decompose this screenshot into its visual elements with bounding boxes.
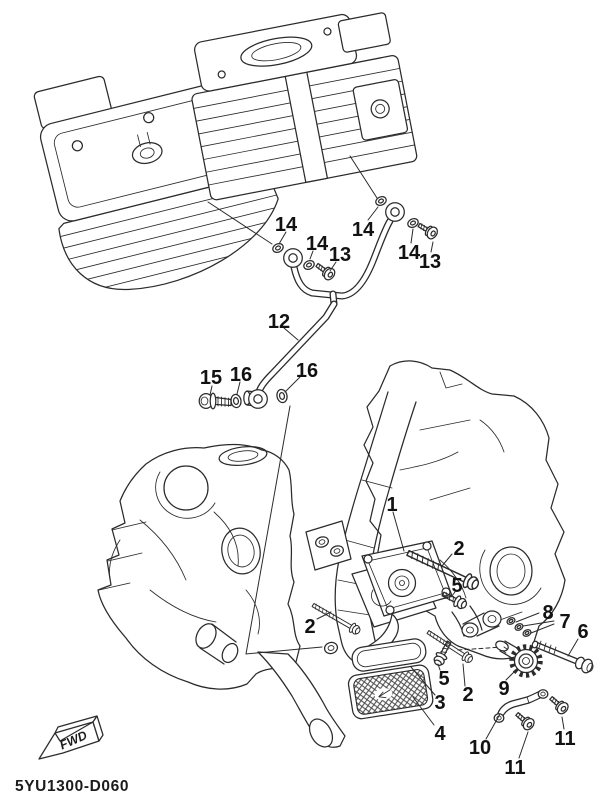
callout-5: 5 — [438, 668, 449, 690]
gear-hub — [495, 640, 518, 659]
callout-16: 16 — [296, 360, 318, 382]
crankcase-ring-boss — [221, 527, 261, 575]
drive-gear — [509, 644, 543, 678]
oil-pipe-upper — [207, 155, 394, 308]
gear-mount-arm — [451, 605, 504, 651]
callout-8: 8 — [542, 602, 553, 624]
callout-13: 13 — [329, 244, 351, 266]
copper-washer — [405, 216, 421, 230]
union-bolt — [415, 219, 441, 242]
callout-2: 2 — [462, 684, 473, 706]
callout-11: 11 — [504, 757, 525, 779]
banjo-union-lower — [243, 389, 268, 409]
callout-7: 7 — [559, 611, 570, 633]
callout-15: 15 — [200, 367, 222, 389]
oil-strainer — [347, 613, 434, 720]
banjo-union-left — [283, 248, 303, 268]
copper-washer — [301, 258, 317, 272]
leader-lines — [209, 206, 579, 759]
callout-10: 10 — [469, 737, 491, 759]
fwd-arrow: FWD — [38, 715, 104, 760]
crankcase-boss-cylinder — [195, 623, 239, 665]
bolt-axis-line — [349, 155, 378, 199]
callout-16: 16 — [230, 364, 252, 386]
cylinder-bore-opening — [163, 465, 209, 511]
callout-1: 1 — [386, 494, 397, 516]
pump-drive-gear-group — [495, 615, 594, 678]
crankcase-right — [305, 360, 566, 663]
callout-6: 6 — [577, 621, 588, 643]
banjo-bolt-15 — [198, 392, 232, 410]
callout-5: 5 — [451, 575, 462, 597]
cover-opening — [240, 36, 313, 67]
strainer-cover — [351, 638, 427, 672]
crankcase-clutch-opening — [479, 546, 542, 605]
bolt-axis-line — [207, 201, 273, 245]
callout-14: 14 — [352, 219, 375, 241]
cylinder-head-right — [191, 12, 418, 201]
callout-12: 12 — [268, 311, 290, 333]
callout-14: 14 — [306, 233, 329, 255]
callout-3: 3 — [434, 692, 445, 714]
pump-rotor — [387, 568, 417, 598]
callout-11: 11 — [554, 728, 575, 750]
bracket-bolt — [546, 692, 571, 717]
callout-14: 14 — [398, 242, 421, 264]
crankcase-left — [97, 443, 346, 748]
diagram-code: 5YU1300-D060 — [15, 778, 129, 795]
banjo-union-right — [385, 202, 405, 222]
pipe-mount-leader — [245, 405, 323, 655]
copper-washer — [270, 241, 286, 255]
strainer-tray — [347, 664, 434, 720]
bracket-bolt — [512, 708, 537, 733]
gasket-washer — [229, 393, 243, 409]
callout-4: 4 — [434, 723, 446, 745]
oil-gallery-flange — [305, 520, 352, 571]
callout-2: 2 — [453, 538, 464, 560]
oil-cap — [131, 142, 163, 165]
callout-13: 13 — [419, 251, 441, 273]
callout-9: 9 — [498, 678, 509, 700]
pipe-mount-port — [323, 641, 339, 655]
gear-shaft — [531, 640, 594, 674]
callout-14: 14 — [275, 214, 298, 236]
callout-2: 2 — [304, 616, 315, 638]
